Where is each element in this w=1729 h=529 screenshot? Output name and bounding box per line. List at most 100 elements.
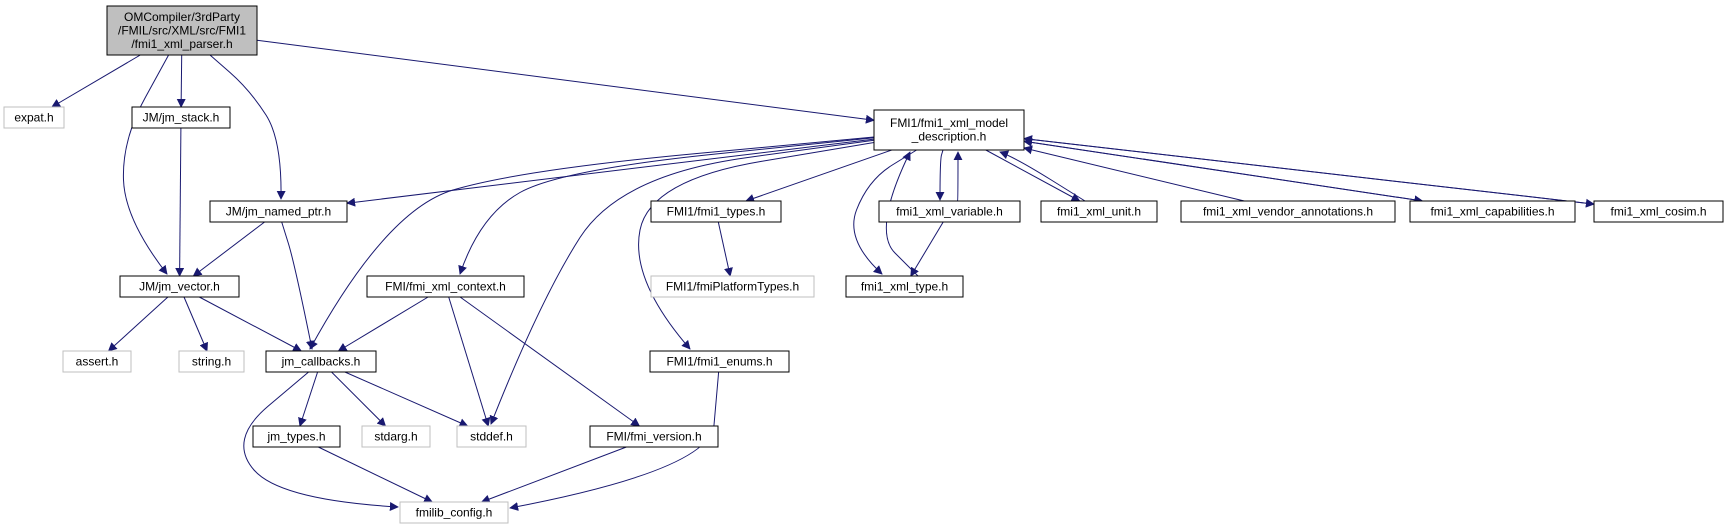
node-box xyxy=(62,350,132,373)
edge-callbacks-to-stdarg xyxy=(331,371,387,427)
node-expat: expat.h xyxy=(3,106,65,129)
edge-model-to-stddef xyxy=(489,139,875,425)
node-box xyxy=(265,350,377,373)
edge-parser-to-vector xyxy=(122,54,170,275)
node-label: JM/jm_vector.h xyxy=(139,279,220,293)
node-box xyxy=(178,350,245,373)
node-label: stddef.h xyxy=(470,429,513,443)
node-box xyxy=(649,350,790,373)
node-label: _description.h xyxy=(911,130,987,144)
edge-vendor-to-model xyxy=(1023,145,1245,202)
edge-cosim-to-model xyxy=(1023,135,1595,205)
node-label: fmi1_xml_unit.h xyxy=(1057,204,1141,218)
node-callbacks[interactable]: jm_callbacks.h xyxy=(265,350,377,373)
edge-variable-to-model xyxy=(953,151,963,202)
node-box xyxy=(1409,200,1576,223)
node-label: FMI1/fmi1_enums.h xyxy=(666,354,772,368)
edge-vector-to-callbacks xyxy=(199,296,302,352)
edge-version-to-config xyxy=(480,446,627,504)
node-box xyxy=(252,425,341,448)
edge-vector-to-assert xyxy=(107,296,169,352)
node-jmtypes[interactable]: jm_types.h xyxy=(252,425,341,448)
node-xmltype[interactable]: fmi1_xml_type.h xyxy=(845,275,964,298)
edge-callbacks-to-stddef xyxy=(344,371,469,427)
node-jmstack[interactable]: JM/jm_stack.h xyxy=(131,106,231,129)
node-label: jm_types.h xyxy=(266,429,325,443)
node-label: /FMIL/src/XML/src/FMI1 xyxy=(118,23,246,37)
edge-capab-to-model xyxy=(1023,137,1423,202)
edge-parser-to-jmstack xyxy=(176,54,186,108)
node-box xyxy=(1040,200,1158,223)
node-cosim[interactable]: fmi1_xml_cosim.h xyxy=(1593,200,1724,223)
edge-parser-to-named xyxy=(209,54,286,200)
edge-model-to-enums xyxy=(638,142,875,350)
node-box xyxy=(878,200,1021,223)
node-box xyxy=(589,425,719,448)
edge-parser-to-expat xyxy=(51,54,141,108)
node-box xyxy=(366,275,525,298)
node-label: assert.h xyxy=(76,354,119,368)
edge-unit-to-model xyxy=(999,150,1086,202)
node-box xyxy=(456,425,527,448)
node-capab[interactable]: fmi1_xml_capabilities.h xyxy=(1409,200,1576,223)
node-named[interactable]: JM/jm_named_ptr.h xyxy=(209,200,348,223)
node-label: /fmi1_xml_parser.h xyxy=(131,37,232,51)
node-label: OMCompiler/3rdParty xyxy=(124,10,240,24)
node-label: fmi1_xml_vendor_annotations.h xyxy=(1203,204,1373,218)
node-vector[interactable]: JM/jm_vector.h xyxy=(119,275,240,298)
edge-variable-to-xmltype xyxy=(910,221,944,277)
node-unit[interactable]: fmi1_xml_unit.h xyxy=(1040,200,1158,223)
edge-model-to-callbacks xyxy=(309,136,875,350)
node-label: fmi1_xml_type.h xyxy=(861,279,948,293)
node-box xyxy=(1593,200,1724,223)
node-label: FMI1/fmi1_types.h xyxy=(667,204,766,218)
node-types[interactable]: FMI1/fmi1_types.h xyxy=(650,200,782,223)
edge-vector-to-string xyxy=(183,296,208,352)
node-label: stdarg.h xyxy=(374,429,417,443)
edge-jmstack-to-vector xyxy=(175,127,185,277)
node-label: string.h xyxy=(192,354,231,368)
node-label: jm_callbacks.h xyxy=(281,354,361,368)
edge-model-to-named xyxy=(346,138,875,207)
node-model[interactable]: FMI1/fmi1_xml_model_description.h xyxy=(873,109,1025,151)
node-vendor[interactable]: fmi1_xml_vendor_annotations.h xyxy=(1180,200,1396,223)
node-box xyxy=(845,275,964,298)
node-box xyxy=(131,106,231,129)
node-version[interactable]: FMI/fmi_version.h xyxy=(589,425,719,448)
edge-named-to-vector xyxy=(192,221,265,277)
node-parser[interactable]: OMCompiler/3rdParty/FMIL/src/XML/src/FMI… xyxy=(106,5,258,56)
node-variable[interactable]: fmi1_xml_variable.h xyxy=(878,200,1021,223)
node-label: fmi1_xml_cosim.h xyxy=(1610,204,1706,218)
edge-parser-to-model xyxy=(256,39,875,124)
node-box xyxy=(650,200,782,223)
node-box xyxy=(119,275,240,298)
node-box xyxy=(106,5,258,56)
edge-named-to-callbacks xyxy=(281,221,315,350)
node-label: fmi1_xml_capabilities.h xyxy=(1430,204,1554,218)
edge-context-to-stddef xyxy=(448,296,491,427)
node-stdarg: stdarg.h xyxy=(361,425,431,448)
edge-enums-to-config xyxy=(509,371,720,511)
node-enums[interactable]: FMI1/fmi1_enums.h xyxy=(649,350,790,373)
node-context[interactable]: FMI/fmi_xml_context.h xyxy=(366,275,525,298)
edge-callbacks-to-jmtypes xyxy=(298,371,319,427)
edge-jmtypes-to-config xyxy=(318,446,434,503)
node-label: JM/jm_stack.h xyxy=(143,110,220,124)
edge-context-to-callbacks xyxy=(337,296,429,352)
node-box xyxy=(209,200,348,223)
edge-types-to-platform xyxy=(717,221,733,277)
node-label: FMI1/fmiPlatformTypes.h xyxy=(666,279,799,293)
node-box xyxy=(399,501,509,524)
node-label: FMI/fmi_xml_context.h xyxy=(385,279,506,293)
edge-context-to-version xyxy=(459,296,641,427)
node-label: FMI/fmi_version.h xyxy=(606,429,701,443)
node-label: JM/jm_named_ptr.h xyxy=(226,204,331,218)
node-label: fmilib_config.h xyxy=(416,505,493,519)
node-config: fmilib_config.h xyxy=(399,501,509,524)
edges-layer xyxy=(51,39,1595,512)
node-label: expat.h xyxy=(14,110,53,124)
node-box xyxy=(3,106,65,129)
edge-model-to-variable xyxy=(935,149,945,201)
nodes-layer: OMCompiler/3rdParty/FMIL/src/XML/src/FMI… xyxy=(3,5,1724,524)
